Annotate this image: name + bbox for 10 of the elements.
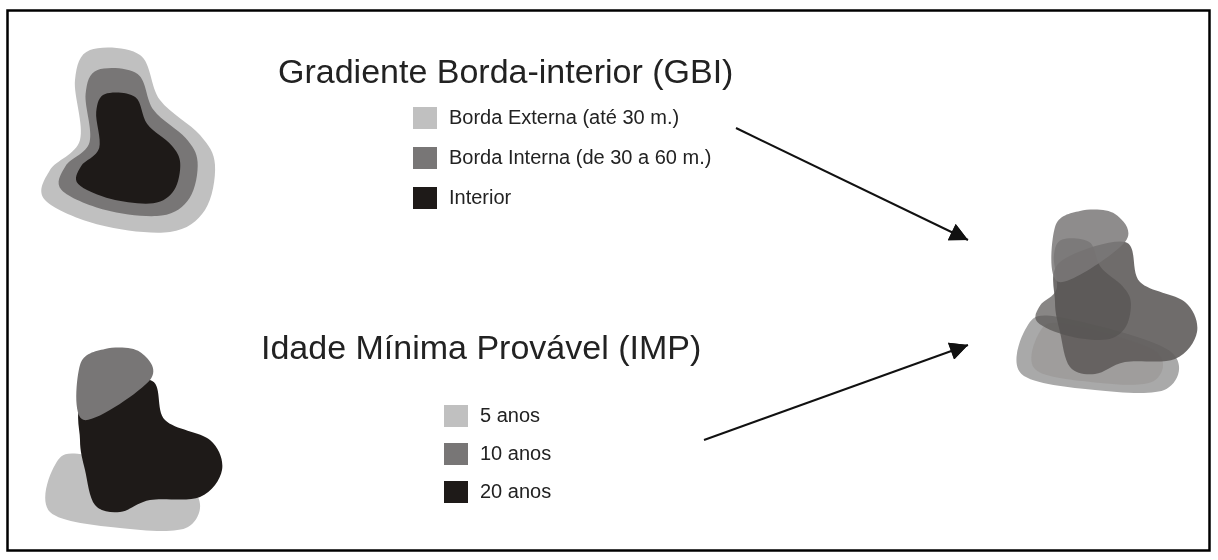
legend-label: Interior (449, 186, 512, 209)
legend-label: Borda Interna (de 30 a 60 m.) (449, 146, 712, 169)
arrow (735, 127, 969, 241)
legend-label: 10 anos (480, 442, 552, 465)
section-heading: Idade Mínima Provável (IMP) (261, 328, 702, 367)
arrow (703, 342, 969, 441)
legend-label: Borda Externa (até 30 m.) (449, 106, 680, 129)
legend-label: 5 anos (480, 404, 541, 427)
section-heading: Gradiente Borda-interior (GBI) (278, 52, 734, 91)
legend-label: 20 anos (480, 480, 552, 503)
